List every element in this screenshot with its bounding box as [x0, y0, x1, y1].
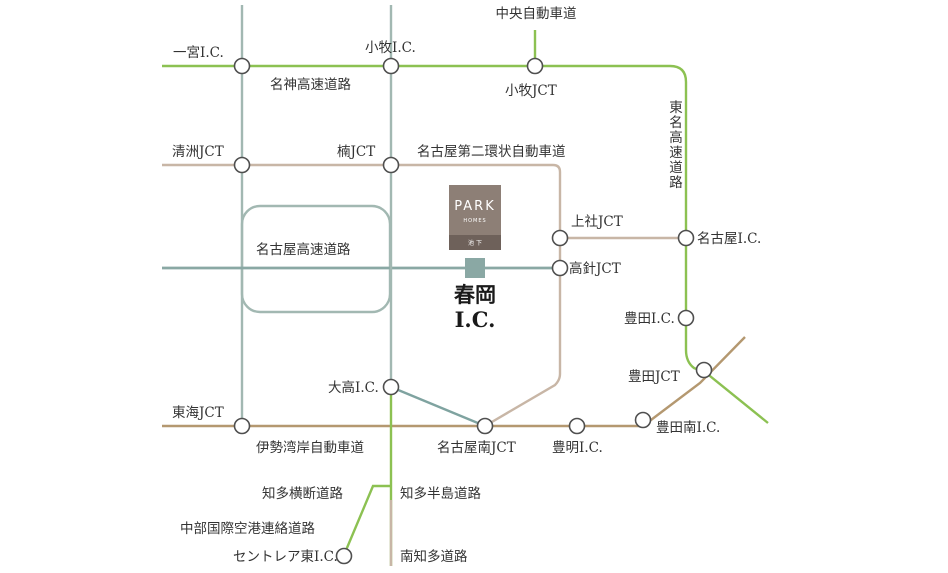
tomei-char-4: 道 [669, 160, 683, 176]
node-kusu-jct [382, 156, 400, 174]
label-meishin: 名神高速道路 [270, 76, 351, 93]
label-nagoya-ic: 名古屋I.C. [697, 231, 761, 247]
label-kamiyashiro-jct: 上社JCT [571, 214, 623, 230]
park-homes-logo: PARK HOMES 池 下 [449, 185, 501, 250]
label-toyota-jct: 豊田JCT [628, 369, 680, 385]
label-komaki-jct: 小牧JCT [505, 83, 557, 99]
label-odaka-ic: 大高I.C. [328, 379, 379, 396]
label-chuo: 中央自動車道 [496, 6, 577, 22]
node-toyota-ic [677, 309, 695, 327]
label-chita-odan: 知多横断道路 [262, 485, 343, 502]
label-komaki-ic: 小牧I.C. [365, 40, 416, 56]
node-toyota-jct [695, 361, 713, 379]
label-isewan: 伊勢湾岸自動車道 [256, 439, 364, 456]
node-centrair-east-ic [335, 547, 353, 565]
node-nagoya-minami-jct [476, 417, 494, 435]
logo-brand: PARK [454, 199, 495, 214]
tomei-char-0: 東 [669, 100, 683, 116]
node-toyota-minami-ic [634, 411, 652, 429]
route-isewan [162, 336, 746, 428]
label-nagoya-minami-jct: 名古屋南JCT [437, 440, 516, 456]
node-komaki-ic [382, 57, 400, 75]
station-name-line1: 春岡 [454, 282, 496, 307]
label-chita-hanto: 知多半島道路 [400, 485, 481, 502]
tomei-char-2: 高 [669, 129, 683, 146]
nagoya-expressway-loop [240, 204, 392, 314]
node-kiyosu-jct [233, 156, 251, 174]
label-toyota-ic: 豊田I.C. [624, 311, 675, 327]
label-takabari-jct: 高針JCT [569, 260, 621, 277]
tomei-char-1: 名 [669, 115, 683, 131]
label-tomei-vertical: 東 名 高 速 道 路 [669, 100, 683, 191]
route-odaka-minami [390, 385, 486, 428]
label-centrair-east-ic: セントレア東I.C. [233, 549, 338, 565]
tomei-char-3: 速 [669, 145, 683, 161]
route-tomei-southeast [704, 371, 769, 424]
node-takabari-jct [551, 259, 569, 277]
label-toyota-minami-ic: 豊田南I.C. [656, 420, 720, 436]
label-nagoya-expressway: 名古屋高速道路 [256, 241, 351, 258]
node-ichinomiya-ic [233, 57, 251, 75]
label-minami-chita: 南知多道路 [400, 548, 468, 565]
label-chubu-airport: 中部国際空港連絡道路 [180, 521, 315, 537]
label-kiyosu-jct: 清洲JCT [172, 144, 224, 160]
logo-place: 池 下 [468, 239, 482, 247]
label-tokai-jct: 東海JCT [172, 405, 224, 421]
route-chita-odan [342, 484, 391, 556]
label-kusu-jct: 楠JCT [337, 144, 375, 160]
label-toyoake-ic: 豊明I.C. [552, 440, 603, 456]
node-nagoya-ic [677, 229, 695, 247]
node-kamiyashiro-jct [551, 229, 569, 247]
node-komaki-jct [526, 57, 544, 75]
label-loop2: 名古屋第二環状自動車道 [417, 143, 566, 160]
station-name-line2: I.C. [455, 307, 496, 332]
logo-sub: HOMES [463, 218, 486, 224]
node-odaka-ic [382, 378, 400, 396]
route-meishin-tomei [162, 64, 706, 374]
label-ichinomiya-ic: 一宮I.C. [173, 45, 224, 61]
node-tokai-jct [233, 417, 251, 435]
tomei-char-5: 路 [669, 175, 683, 191]
haruoka-ic-marker [465, 258, 485, 278]
node-toyoake-ic [568, 417, 586, 435]
